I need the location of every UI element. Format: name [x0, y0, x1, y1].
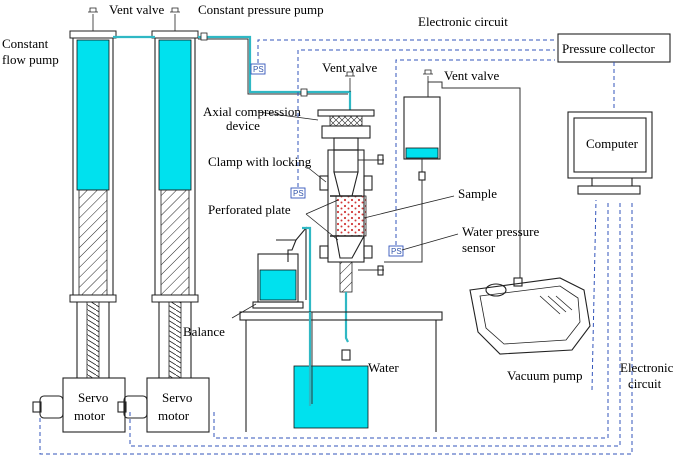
- servo-motor-1-label-2: motor: [74, 408, 106, 423]
- sample-cell: [319, 149, 384, 361]
- electronic-circuit-bottom-label-1: Electronic: [620, 360, 674, 375]
- water-label: Water: [368, 360, 399, 375]
- pressure-collector-label: Pressure collector: [562, 41, 655, 56]
- axial-compression-label-2: device: [226, 118, 260, 133]
- constant-flow-pump-label-1: Constant: [2, 36, 49, 51]
- computer: [567, 111, 653, 195]
- vacuum-tank: [384, 81, 521, 278]
- svg-text:PS: PS: [293, 189, 304, 198]
- sample-label: Sample: [458, 186, 497, 201]
- vent-valve-icon[interactable]: [423, 69, 433, 82]
- balance-label: Balance: [183, 324, 225, 339]
- vent-valve-label-2: Vent valve: [322, 60, 377, 75]
- servo-motor-2-label-2: motor: [158, 408, 190, 423]
- servo-motor-1: [32, 377, 126, 433]
- servo-motor-2-label-1: Servo: [162, 390, 192, 405]
- electronic-circuit-top-label: Electronic circuit: [418, 14, 508, 29]
- vent-valve-icon[interactable]: [170, 7, 180, 31]
- pressure-pipe: [113, 32, 352, 110]
- perforated-plate-label: Perforated plate: [208, 202, 291, 217]
- vacuum-pump: [469, 277, 591, 355]
- balance-setup: [252, 226, 312, 312]
- computer-label: Computer: [586, 136, 639, 151]
- axial-compression-label-1: Axial compression: [203, 104, 301, 119]
- vent-valve-icon[interactable]: [88, 7, 98, 31]
- signal-lines: [39, 39, 633, 455]
- svg-text:PS: PS: [391, 247, 402, 256]
- constant-flow-pump-label-2: flow pump: [2, 52, 59, 67]
- lab-table: [239, 311, 443, 432]
- vent-valve-label-1: Vent valve: [109, 2, 164, 17]
- constant-pressure-pump: [151, 30, 199, 379]
- vent-valve-label-3: Vent valve: [444, 68, 499, 83]
- water-pressure-sensor-label-1: Water pressure: [462, 224, 540, 239]
- electronic-circuit-bottom-label-2: circuit: [628, 376, 662, 391]
- constant-pressure-pump-label: Constant pressure pump: [198, 2, 324, 17]
- axial-compression-device: [317, 109, 375, 151]
- pressure-sensor-tag: PS: [250, 63, 266, 75]
- water-container: [293, 312, 369, 429]
- pressure-sensor-tag: PS: [290, 187, 306, 199]
- pressure-sensor-tag: PS: [388, 245, 404, 257]
- servo-motor-1-label-1: Servo: [78, 390, 108, 405]
- vent-valve-icon[interactable]: [345, 71, 355, 92]
- leader-lines: [231, 111, 459, 319]
- svg-text:PS: PS: [253, 65, 264, 74]
- clamp-label: Clamp with locking: [208, 154, 312, 169]
- servo-motor-2: [117, 377, 210, 433]
- constant-flow-pump: [69, 30, 117, 379]
- water-pressure-sensor-label-2: sensor: [462, 240, 496, 255]
- vacuum-pump-label: Vacuum pump: [507, 368, 582, 383]
